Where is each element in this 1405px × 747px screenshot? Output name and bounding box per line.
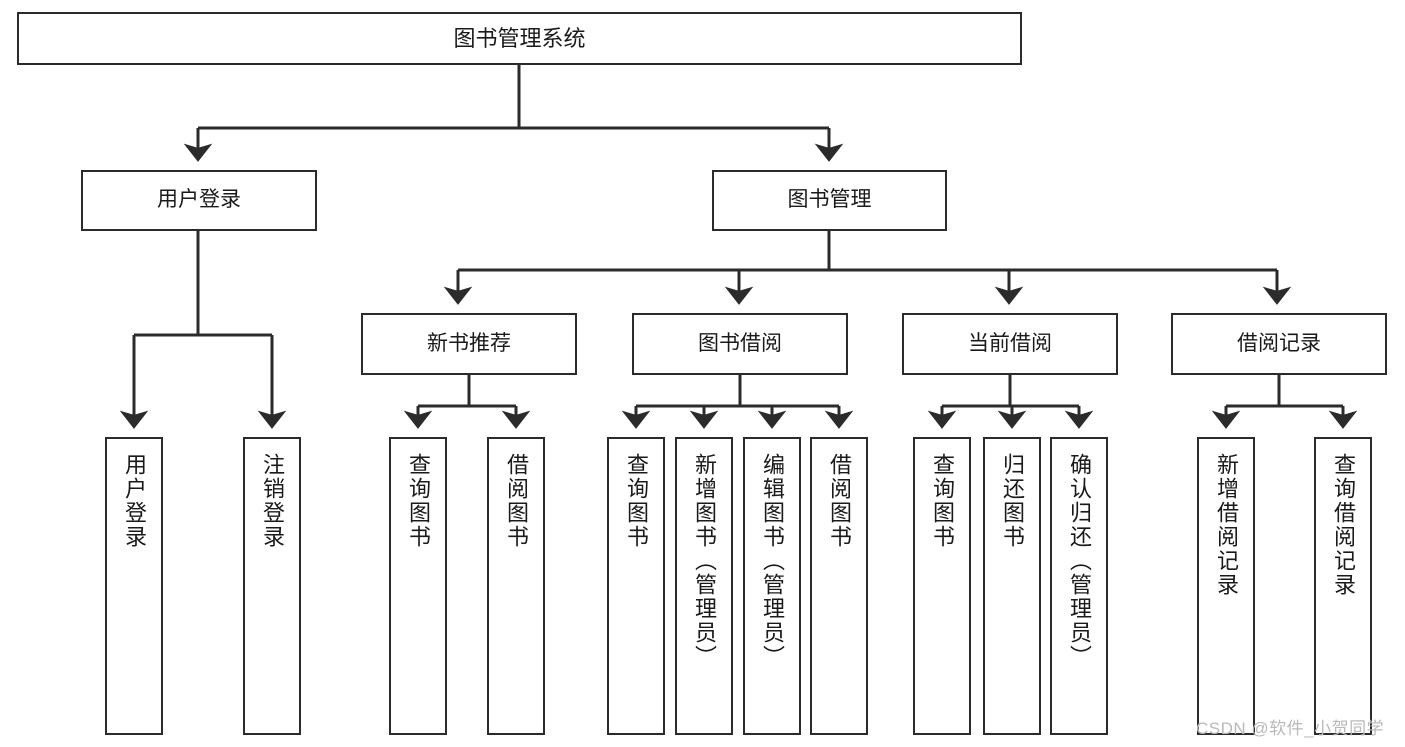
node-label: 查询图书 <box>624 453 649 549</box>
leaf-borrow-book-recommend[interactable]: 借阅图书 <box>487 437 545 735</box>
node-label: 借阅记录 <box>1237 331 1321 355</box>
node-label: 编辑图书（管理员） <box>760 453 785 669</box>
leaf-query-borrow-record[interactable]: 查询借阅记录 <box>1314 437 1372 735</box>
node-label: 注销登录 <box>260 453 285 549</box>
leaf-user-login[interactable]: 用户登录 <box>105 437 163 735</box>
node-label: 图书管理 <box>787 188 872 212</box>
leaf-edit-book-admin[interactable]: 编辑图书（管理员） <box>743 437 801 735</box>
node-current-borrow[interactable]: 当前借阅 <box>902 313 1118 375</box>
node-label: 当前借阅 <box>968 331 1052 355</box>
node-root-book-management-system[interactable]: 图书管理系统 <box>17 12 1022 65</box>
node-user-login[interactable]: 用户登录 <box>81 170 317 231</box>
csdn-watermark: CSDN @软件_小贺同学 <box>1196 719 1385 738</box>
node-label: 新增图书（管理员） <box>692 453 717 669</box>
node-label: 用户登录 <box>157 188 241 212</box>
node-label: 确认归还（管理员） <box>1067 453 1092 669</box>
leaf-add-borrow-record[interactable]: 新增借阅记录 <box>1197 437 1255 735</box>
node-label: 查询借阅记录 <box>1331 453 1356 597</box>
leaf-query-book-borrow[interactable]: 查询图书 <box>607 437 665 735</box>
leaf-return-book[interactable]: 归还图书 <box>983 437 1041 735</box>
node-label: 用户登录 <box>122 453 147 549</box>
node-label: 借阅图书 <box>827 453 852 549</box>
leaf-add-book-admin[interactable]: 新增图书（管理员） <box>675 437 733 735</box>
leaf-query-book-recommend[interactable]: 查询图书 <box>389 437 447 735</box>
node-label: 归还图书 <box>1000 453 1025 549</box>
node-book-borrow[interactable]: 图书借阅 <box>632 313 848 375</box>
node-label: 借阅图书 <box>504 453 529 549</box>
leaf-logout[interactable]: 注销登录 <box>243 437 301 735</box>
node-book-management[interactable]: 图书管理 <box>712 170 947 231</box>
node-label: 查询图书 <box>930 453 955 549</box>
leaf-confirm-return-admin[interactable]: 确认归还（管理员） <box>1050 437 1108 735</box>
node-new-book-recommend[interactable]: 新书推荐 <box>361 313 577 375</box>
node-label: 新书推荐 <box>427 331 511 355</box>
leaf-borrow-book-borrow[interactable]: 借阅图书 <box>810 437 868 735</box>
node-label: 图书管理系统 <box>453 25 586 51</box>
node-label: 新增借阅记录 <box>1214 453 1239 597</box>
node-borrow-record[interactable]: 借阅记录 <box>1171 313 1387 375</box>
node-label: 查询图书 <box>406 453 431 549</box>
leaf-query-book-current[interactable]: 查询图书 <box>913 437 971 735</box>
node-label: 图书借阅 <box>698 331 782 355</box>
